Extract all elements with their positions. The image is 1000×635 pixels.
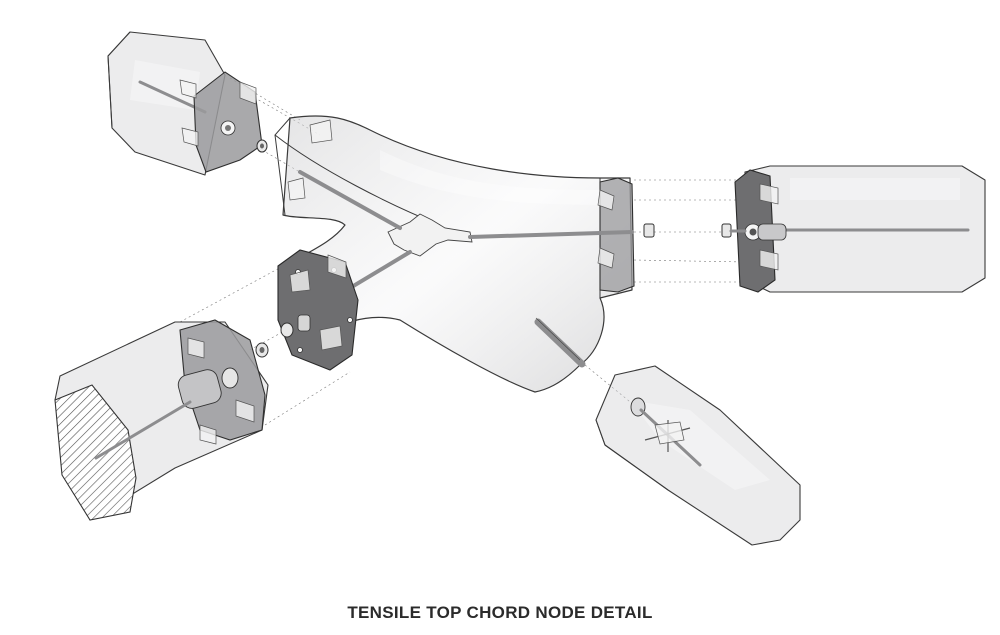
member-right — [734, 165, 986, 293]
node-exploded-diagram — [54, 31, 986, 546]
member-lower-left — [54, 319, 269, 521]
nut-lower-left — [255, 342, 269, 358]
member-lower-right — [595, 365, 801, 546]
member-top-left — [107, 31, 263, 176]
nut-top-left — [256, 139, 268, 153]
star-connector — [387, 213, 473, 257]
connector-plate-left — [277, 249, 359, 371]
central-node — [274, 115, 635, 393]
diagram-caption: TENSILE TOP CHORD NODE DETAIL — [347, 603, 653, 622]
nuts-right — [643, 223, 747, 238]
